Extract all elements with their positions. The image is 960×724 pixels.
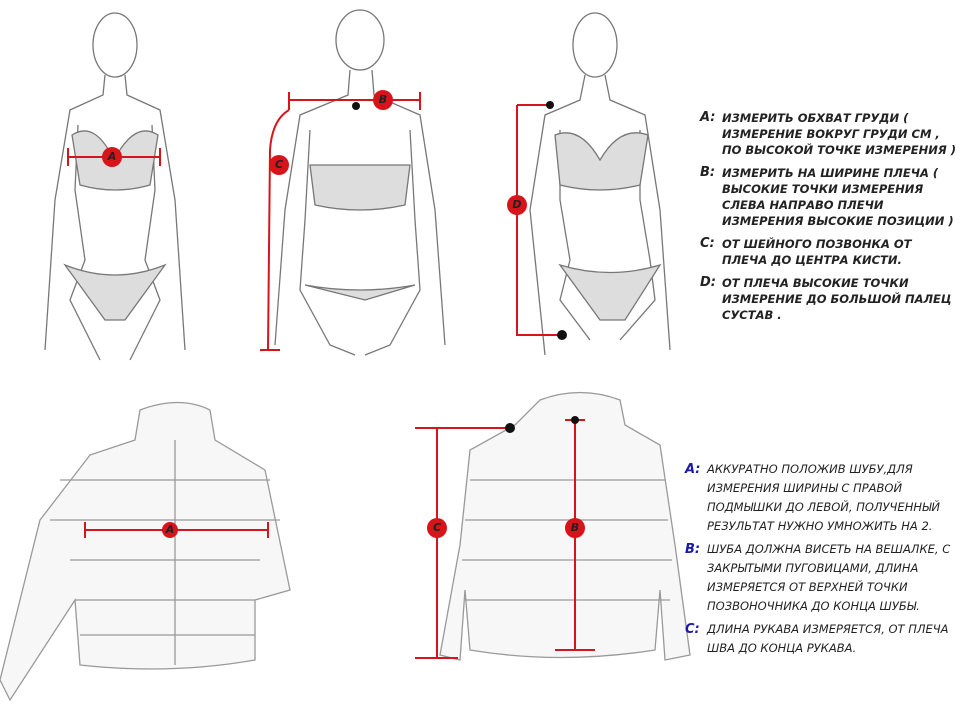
label-coat-a: A xyxy=(162,522,178,538)
instruction-key: A: xyxy=(700,110,716,125)
measurement-points xyxy=(352,101,579,433)
label-b-shoulder: B xyxy=(373,90,393,110)
figure-front xyxy=(44,12,186,361)
label-a-chest: A xyxy=(102,147,122,167)
instruction-a: A: измерить обхват груди ( измерение вокр… xyxy=(700,110,958,158)
coat-instruction-a: A: Аккуратно положив шубу,для измерения ш… xyxy=(685,460,957,536)
coat-flat xyxy=(0,401,291,702)
instruction-b: B: измерить на ширине плеча ( высокие точ… xyxy=(700,165,958,229)
label-d-length: D xyxy=(507,195,527,215)
instruction-key: B: xyxy=(700,165,716,180)
instruction-key: C: xyxy=(700,236,715,251)
instruction-text: измерить на ширине плеча ( высокие точки… xyxy=(722,166,954,228)
instruction-key: B: xyxy=(685,542,701,557)
instruction-text: Длина рукава измеряется, от плеча шва до… xyxy=(707,622,949,655)
instruction-key: A: xyxy=(685,462,701,477)
instruction-text: Аккуратно положив шубу,для измерения шир… xyxy=(707,462,941,533)
coat-instruction-c: C: Длина рукава измеряется, от плеча шва … xyxy=(685,620,957,658)
instruction-text: от шейного позвонка от плеча до центра к… xyxy=(722,237,912,267)
coat-instructions: A: Аккуратно положив шубу,для измерения ш… xyxy=(685,460,957,662)
figure-back xyxy=(274,9,446,356)
instruction-text: от плеча высокие точки измерение до боль… xyxy=(722,276,952,322)
figure-three-quarter xyxy=(529,12,671,356)
body-instructions: A: измерить обхват груди ( измерение вокр… xyxy=(700,110,958,330)
instruction-text: измерить обхват груди ( измерение вокруг… xyxy=(722,111,957,157)
label-c-sleeve: C xyxy=(269,155,289,175)
instruction-c: C: от шейного позвонка от плеча до центра… xyxy=(700,236,958,268)
instruction-key: C: xyxy=(685,622,700,637)
coat-instruction-b: B: Шуба должна висеть на вешалке, с закры… xyxy=(685,540,957,616)
instruction-d: D: от плеча высокие точки измерение до бо… xyxy=(700,275,958,323)
label-coat-b: B xyxy=(565,518,585,538)
instruction-key: D: xyxy=(700,275,716,290)
label-coat-c: C xyxy=(427,518,447,538)
instruction-text: Шуба должна висеть на вешалке, с закрыты… xyxy=(707,542,951,613)
